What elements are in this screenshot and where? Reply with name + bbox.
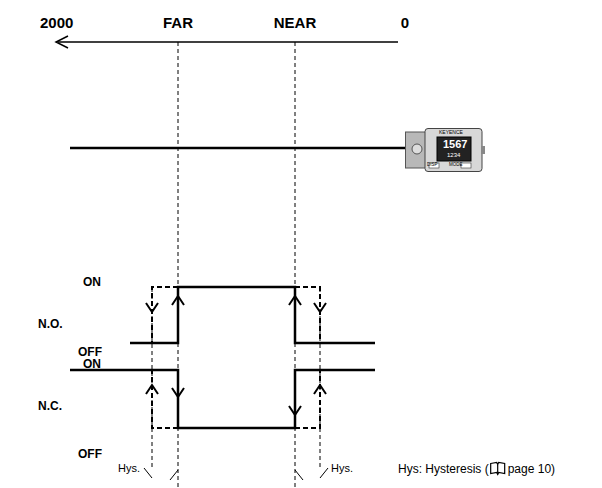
threshold-label: NEAR: [274, 15, 317, 30]
output-mode: N.C.: [38, 400, 62, 412]
display-value: 1567: [443, 139, 467, 150]
signal-state: ON: [83, 358, 101, 370]
threshold-label: FAR: [163, 15, 193, 30]
signal-state: OFF: [78, 346, 102, 358]
signal-state: ON: [83, 276, 101, 288]
output-mode: N.O.: [38, 318, 63, 330]
button-label: DISP: [427, 163, 438, 168]
hysteresis-label: Hys.: [118, 463, 140, 474]
note-text: page 10): [508, 463, 555, 475]
brand-text: KEYENCE: [439, 130, 463, 135]
hysteresis-label: Hys.: [331, 463, 353, 474]
note-text: Hys: Hysteresis (: [398, 463, 489, 475]
sensor-amplifier: KEYENCE 1567 1234DISP MODE: [405, 128, 485, 172]
distance-value: 2000: [40, 15, 73, 30]
signal-state: OFF: [78, 448, 102, 460]
display-subvalue: 1234: [447, 152, 460, 158]
distance-value: 0: [401, 15, 409, 30]
button-label: MODE: [449, 163, 463, 168]
